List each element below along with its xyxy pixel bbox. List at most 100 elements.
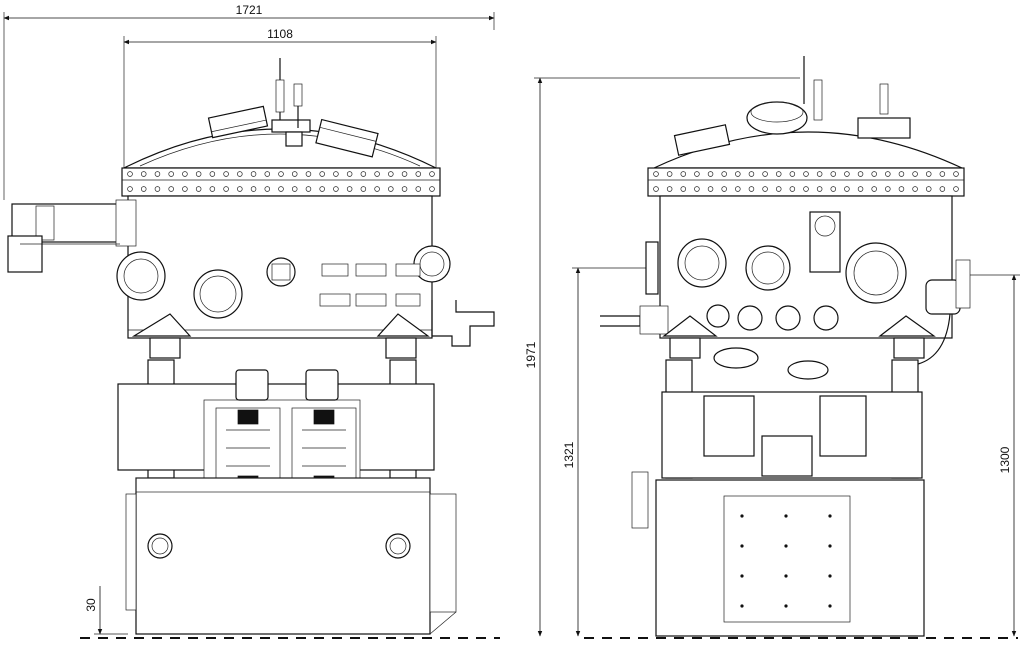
flange-bolt <box>707 186 714 192</box>
flange-bolt <box>223 186 229 192</box>
flange-bolt <box>953 186 959 192</box>
flange-bolt <box>653 186 659 192</box>
flange-bolt <box>237 186 243 192</box>
side-flange-bolts <box>653 171 959 192</box>
flange-bolt <box>195 186 202 192</box>
dimension-label-overall-width: 1721 <box>236 3 263 17</box>
flange-bolt <box>857 186 864 192</box>
flange-bolt <box>871 186 877 192</box>
flange-bolt <box>871 171 877 177</box>
flange-bolt <box>939 186 946 192</box>
dimension-overall-width: 1721 <box>3 3 495 200</box>
flange-bolt <box>291 171 298 177</box>
flange-bolt <box>885 171 891 177</box>
flange-bolt <box>250 171 257 177</box>
flange-bolt <box>707 171 714 177</box>
front-dome-port-right <box>315 118 379 158</box>
flange-bolt <box>401 186 408 192</box>
flange-bolt <box>374 171 380 177</box>
front-cabinet-port-left <box>147 533 173 559</box>
flange-bolt <box>789 186 796 192</box>
panel-screw <box>828 574 832 578</box>
flange-bolt <box>912 171 918 177</box>
flange-bolt <box>346 171 353 177</box>
front-actuator-left <box>235 369 269 401</box>
side-control-box-left <box>703 395 755 457</box>
flange-bolt <box>898 186 905 192</box>
flange-bolt <box>898 171 905 177</box>
flange-bolt <box>182 186 188 192</box>
flange-bolt <box>388 186 394 192</box>
flange-bolt <box>735 171 741 177</box>
flange-bolt <box>127 171 133 177</box>
flange-bolt <box>775 171 782 177</box>
flange-bolt <box>333 171 339 177</box>
front-saddle-left <box>131 313 192 337</box>
flange-bolt <box>374 186 380 192</box>
flange-bolt <box>168 186 174 192</box>
dimension-chamber-width: 1108 <box>123 27 437 168</box>
flange-bolt <box>830 186 837 192</box>
flange-bolt <box>140 171 147 177</box>
front-top-feedthrough <box>271 119 311 133</box>
dimension-label-lid-height: 1321 <box>562 441 576 468</box>
side-right-viewport <box>845 242 907 304</box>
flange-bolt <box>775 186 782 192</box>
dimension-label-chamber-width: 1108 <box>267 27 293 41</box>
side-saddle-right <box>878 315 936 337</box>
flange-bolt <box>237 171 243 177</box>
dimension-floor-offset: 30 <box>84 586 128 635</box>
flange-bolt <box>401 171 408 177</box>
panel-screw <box>740 514 744 518</box>
flange-bolt <box>140 186 147 192</box>
front-flange-bolts <box>127 171 435 192</box>
flange-bolt <box>762 171 768 177</box>
dimension-label-floor-offset: 30 <box>84 598 98 612</box>
flange-bolt <box>168 171 174 177</box>
side-dome-port-left <box>673 124 731 156</box>
panel-screw <box>828 514 832 518</box>
panel-screw <box>784 544 788 548</box>
front-gauge-port <box>266 257 296 287</box>
flange-bolt <box>388 171 394 177</box>
flange-bolt <box>653 171 659 177</box>
flange-bolt <box>925 186 932 192</box>
flange-bolt <box>346 186 353 192</box>
dimension-lid-height: 1321 <box>562 267 650 637</box>
flange-bolt <box>154 186 161 192</box>
flange-bolt <box>209 171 216 177</box>
flange-bolt <box>291 186 298 192</box>
side-actuator-left <box>713 347 759 369</box>
flange-bolt <box>182 171 188 177</box>
flange-bolt <box>154 171 161 177</box>
side-actuator-right <box>787 360 829 380</box>
flange-bolt <box>694 171 700 177</box>
flange-bolt <box>319 171 325 177</box>
flange-bolt <box>912 186 918 192</box>
flange-bolt <box>278 186 284 192</box>
flange-bolt <box>748 186 755 192</box>
flange-bolt <box>264 171 271 177</box>
flange-bolt <box>333 186 339 192</box>
flange-bolt <box>264 186 271 192</box>
front-dome <box>123 128 437 169</box>
side-saddle-left <box>662 315 718 337</box>
flange-bolt <box>319 186 325 192</box>
flange-bolt <box>305 171 312 177</box>
flange-bolt <box>250 186 257 192</box>
side-view <box>600 56 971 637</box>
panel-screw <box>828 604 832 608</box>
front-actuator-right <box>305 369 339 401</box>
side-left-flange <box>645 241 659 295</box>
front-base-cabinet <box>135 477 431 635</box>
front-center-port <box>193 269 243 319</box>
panel-screw <box>828 544 832 548</box>
flange-bolt <box>816 171 823 177</box>
flange-bolt <box>694 186 700 192</box>
side-gauge-head <box>809 211 841 273</box>
flange-bolt <box>830 171 837 177</box>
side-panel-screws <box>740 514 832 608</box>
flange-bolt <box>415 186 422 192</box>
flange-bolt <box>429 186 435 192</box>
